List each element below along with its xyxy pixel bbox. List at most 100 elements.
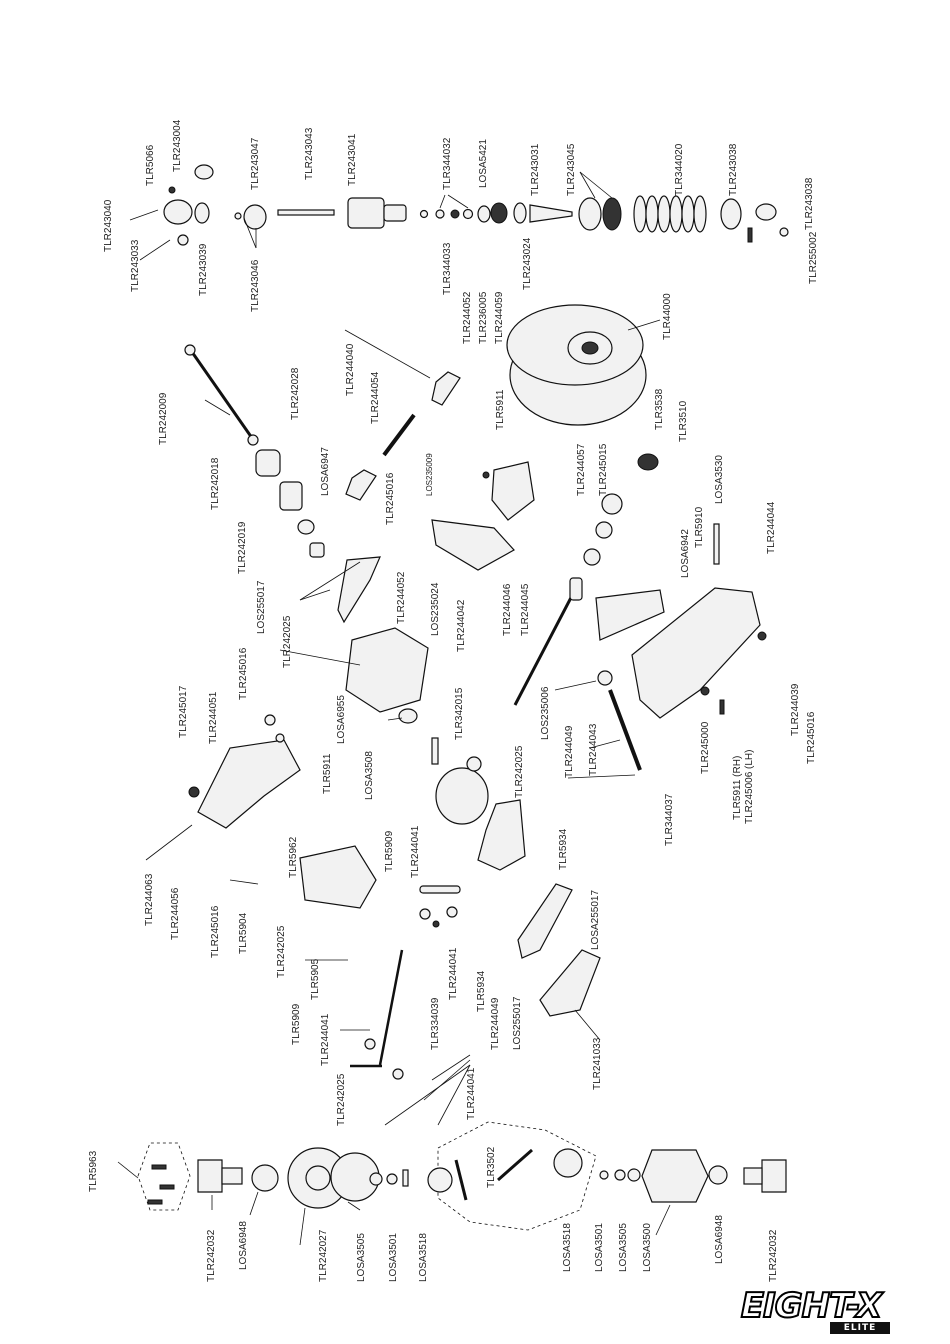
- part-label: LOS255017: [256, 580, 267, 634]
- part-label: TLR5911: [495, 389, 506, 430]
- brand-logo: EIGHT-X: [740, 1285, 883, 1327]
- part-label: LOS235024: [430, 582, 441, 636]
- part-label: TLR243033: [130, 239, 141, 292]
- part-label: TLR5934: [558, 828, 569, 870]
- part-label: LOS255017: [512, 996, 523, 1050]
- part-label: LOSA6948: [238, 1221, 249, 1270]
- part-label: TLR241033: [592, 1037, 603, 1090]
- part-label: TLR342015: [454, 687, 465, 740]
- part-label: TLR243041: [347, 133, 358, 186]
- part-label: TLR242025: [336, 1073, 347, 1126]
- part-label: TLR245016: [210, 905, 221, 958]
- part-label: TLR3502: [486, 1146, 497, 1188]
- part-label: TLR244056: [170, 887, 181, 940]
- part-label: TLR243038: [728, 143, 739, 196]
- part-label: TLR5066: [145, 144, 156, 186]
- part-label: TLR243024: [522, 237, 533, 290]
- part-label: LOSA255017: [590, 890, 601, 950]
- part-label: TLR243038: [804, 177, 815, 230]
- part-label: TLR242009: [158, 392, 169, 445]
- part-label: LOS235006: [540, 686, 551, 740]
- part-label: TLR245000: [700, 721, 711, 774]
- center-differential: [431, 737, 526, 871]
- part-label: TLR243045: [566, 143, 577, 196]
- part-label: LOSA3508: [364, 751, 375, 800]
- part-label: LOSA6947: [320, 447, 331, 496]
- part-label: TLR5911 (RH): [732, 756, 743, 820]
- part-label: TLR244039: [790, 683, 801, 736]
- part-label: TLR245016: [385, 472, 396, 525]
- part-label: TLR5909: [291, 1003, 302, 1045]
- part-label: TLR5962: [288, 836, 299, 878]
- part-label: TLR3510: [678, 400, 689, 442]
- part-label: TLR242018: [210, 457, 221, 510]
- chassis-brace: [188, 714, 461, 928]
- part-label: TLR242032: [768, 1229, 779, 1282]
- part-label: TLR244045: [520, 583, 531, 636]
- part-label: LOSA3501: [594, 1223, 605, 1272]
- part-label: TLR242019: [237, 521, 248, 574]
- part-label: TLR3538: [654, 388, 665, 430]
- part-label: TLR244049: [490, 997, 501, 1050]
- part-label: TLR244059: [494, 291, 505, 344]
- part-label: TLR244041: [320, 1013, 331, 1066]
- shock-assembly: [163, 164, 789, 246]
- part-label: TLR244049: [564, 725, 575, 778]
- part-label: TLR344032: [442, 137, 453, 190]
- part-label: TLR245016: [238, 647, 249, 700]
- part-labels: TLR243040 TLR243033 TLR5066 TLR243004 TL…: [88, 119, 819, 1282]
- part-label: TLR244054: [370, 371, 381, 424]
- part-label: TLR245017: [178, 685, 189, 738]
- part-label: TLR242025: [514, 745, 525, 798]
- part-label: TLR244041: [466, 1067, 477, 1120]
- part-label: TLR244051: [208, 691, 219, 744]
- part-label: TLR244052: [462, 291, 473, 344]
- differential-row: [137, 1121, 787, 1231]
- part-label: TLR242032: [206, 1229, 217, 1282]
- part-label: TLR244040: [345, 343, 356, 396]
- part-label: TLR244052: [396, 571, 407, 624]
- part-label: TLR5963: [88, 1150, 99, 1192]
- part-label: TLR242027: [318, 1229, 329, 1282]
- rear-arm: [350, 883, 601, 1080]
- center-bulkhead: [337, 556, 583, 724]
- part-label: LOSA6955: [336, 695, 347, 744]
- part-label: TLR334039: [430, 997, 441, 1050]
- part-label: LOSA3518: [418, 1233, 429, 1282]
- part-label: TLR242025: [282, 615, 293, 668]
- part-label: TLR243047: [250, 137, 261, 190]
- part-label: LOSA3530: [714, 455, 725, 504]
- part-label: TLR243004: [172, 119, 183, 172]
- part-label: TLR5910: [694, 506, 705, 548]
- part-label: LOSA6948: [714, 1215, 725, 1264]
- part-label: TLR244044: [766, 501, 777, 554]
- part-label: TLR344020: [674, 143, 685, 196]
- hub-carrier: [255, 371, 720, 571]
- part-label: TLR243031: [530, 143, 541, 196]
- part-label: TLR243046: [250, 259, 261, 312]
- part-label: TLR245016: [806, 711, 817, 764]
- part-label: TLR236005: [478, 291, 489, 344]
- part-label: LOSA3518: [562, 1223, 573, 1272]
- part-label: TLR344037: [664, 793, 675, 846]
- brand-logo-subtitle: ELITE: [830, 1322, 890, 1334]
- part-label: TLR255002: [808, 231, 819, 284]
- part-label: LOSA5421: [478, 139, 489, 188]
- part-label: TLR5905: [310, 958, 321, 1000]
- part-label: TLR5911: [322, 753, 333, 794]
- part-label: LOSA6942: [680, 529, 691, 578]
- part-label: TLR242025: [276, 925, 287, 978]
- part-label: TLR244046: [502, 583, 513, 636]
- part-label: TLR244042: [456, 599, 467, 652]
- part-label: LOS235009: [425, 453, 434, 496]
- part-label: LOSA3505: [356, 1233, 367, 1282]
- leader-lines: [117, 171, 671, 1246]
- part-label: LOSA3501: [388, 1233, 399, 1282]
- part-label: TLR243039: [198, 243, 209, 296]
- part-label: TLR344033: [442, 242, 453, 295]
- part-label: TLR244063: [144, 873, 155, 926]
- part-label: TLR244041: [410, 825, 421, 878]
- part-label: TLR244043: [588, 723, 599, 776]
- driveshaft: [184, 344, 259, 446]
